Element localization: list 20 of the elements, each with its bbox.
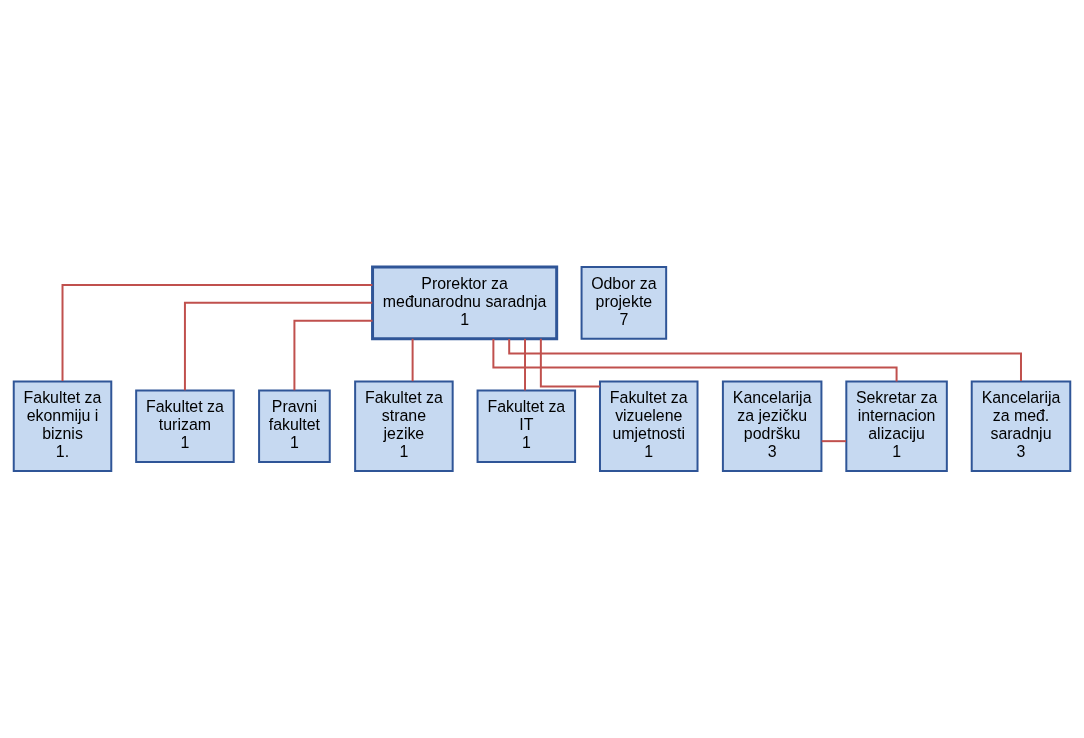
node-box: Fakultet za ekonmiju i biznis 1. <box>12 380 113 472</box>
connector <box>524 337 527 392</box>
node-box: Kancelarija za jezičku podršku 3 <box>721 380 823 472</box>
connector <box>293 319 374 392</box>
connector <box>183 301 374 392</box>
connector <box>492 337 898 383</box>
node-box: Kancelarija za međ. saradnju 3 <box>970 380 1072 472</box>
node-box: Pravni fakultet 1 <box>258 389 331 464</box>
connector <box>411 337 414 383</box>
connector <box>508 337 1022 383</box>
node-box: Fakultet za IT 1 <box>476 389 577 464</box>
node-box: Sekretar za internacion alizaciju 1 <box>845 380 948 472</box>
connector <box>61 283 374 383</box>
node-box: Prorektor za međunarodnu saradnja 1 <box>371 265 559 341</box>
node-box: Fakultet za vizuelene umjetnosti 1 <box>599 380 699 472</box>
node-box: Odbor za projekte 7 <box>580 266 668 340</box>
node-box: Fakultet za turizam 1 <box>135 389 235 464</box>
connector <box>539 337 601 388</box>
node-box: Fakultet za strane jezike 1 <box>354 380 454 472</box>
connector <box>820 440 847 443</box>
